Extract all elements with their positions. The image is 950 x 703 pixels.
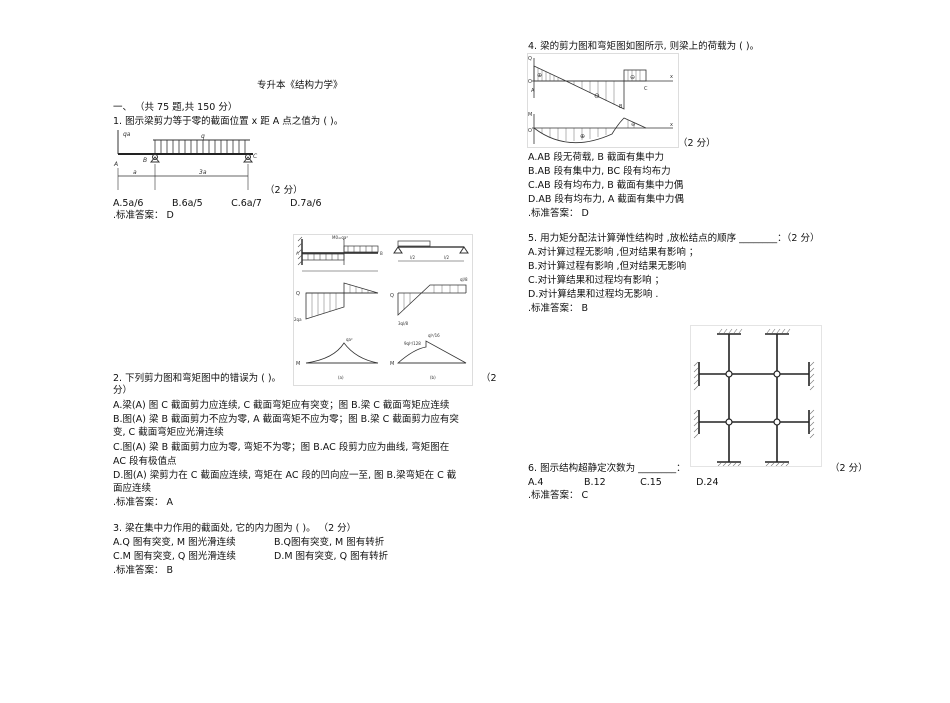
question-text: 图示梁剪力等于零的截面位置 x 距 A 点之值为 ( )。 <box>125 116 344 127</box>
option-b-cont[interactable]: 变, C 截面弯矩应光滑连续 <box>113 427 224 438</box>
standard-answer: .标准答案： A <box>113 497 174 508</box>
question-number: 2. <box>113 373 123 384</box>
option-c[interactable]: C.图(A) 梁 B 截面剪力应为零, 弯矩不为零；图 B.AC 段剪力应为曲线… <box>113 442 450 453</box>
svg-text:C: C <box>253 153 258 160</box>
svg-text:(a): (a) <box>338 375 344 380</box>
option-d[interactable]: D.24 <box>696 477 719 488</box>
frame-structure-figure <box>690 325 822 467</box>
shear-moment-diagrams-figure: M0=qa² A B Q 2qa M qa² (a) l/2 l/2 Q ql/… <box>293 234 473 386</box>
svg-text:A: A <box>113 161 118 168</box>
svg-text:B: B <box>619 104 623 110</box>
document-title: 专升本《结构力学》 <box>257 80 343 91</box>
option-d[interactable]: D.7a/6 <box>290 198 322 209</box>
option-a[interactable]: A.AB 段无荷载, B 截面有集中力 <box>528 152 664 163</box>
option-a[interactable]: A.4 <box>528 477 544 488</box>
svg-text:C: C <box>644 86 648 92</box>
option-c[interactable]: C.6a/7 <box>231 198 262 209</box>
svg-text:O: O <box>528 128 532 134</box>
option-d[interactable]: D.对计算结果和过程均无影响 . <box>528 289 659 300</box>
svg-text:3a: 3a <box>199 169 207 176</box>
option-b[interactable]: B.图(A) 梁 B 截面剪力不应为零, A 截面弯矩不应为零；图 B.梁 C … <box>113 414 459 425</box>
svg-text:3ql/8: 3ql/8 <box>398 321 409 326</box>
option-a[interactable]: A.对计算过程无影响 ,但对结果有影响 ； <box>528 247 699 258</box>
svg-text:l/2: l/2 <box>444 255 449 260</box>
question-text: 梁在集中力作用的截面处, 它的内力图为 ( )。 （2 分） <box>125 523 357 534</box>
standard-answer: .标准答案： B <box>528 303 589 314</box>
question-number: 4. <box>528 41 538 52</box>
standard-answer: .标准答案： B <box>113 565 174 576</box>
question-text: 梁的剪力图和弯矩图如图所示, 则梁上的荷载为 ( )。 <box>540 41 760 52</box>
svg-text:A: A <box>296 251 299 256</box>
svg-text:⊕: ⊕ <box>580 133 585 140</box>
svg-text:9ql²/128: 9ql²/128 <box>404 341 421 346</box>
question-score: （2 分） <box>265 185 303 196</box>
svg-text:⊖: ⊖ <box>631 122 635 128</box>
svg-text:qa: qa <box>123 131 131 138</box>
option-c[interactable]: C.15 <box>640 477 662 488</box>
option-a[interactable]: A.梁(A) 图 C 截面剪力应连续, C 截面弯矩应有突变；图 B.梁 C 截… <box>113 400 450 411</box>
svg-text:M: M <box>296 361 300 367</box>
svg-text:a: a <box>133 169 137 176</box>
question-score-cont: 分） <box>113 385 133 396</box>
question-number: 3. <box>113 523 123 534</box>
option-a[interactable]: A.Q 图有突变, M 图光滑连续 <box>113 537 236 548</box>
svg-text:qa²: qa² <box>346 337 353 342</box>
option-d-cont[interactable]: 面应连续 <box>113 483 152 494</box>
option-c-cont[interactable]: AC 段有极值点 <box>113 456 177 467</box>
option-b[interactable]: B.Q图有突变, M 图有转折 <box>274 537 385 548</box>
standard-answer: .标准答案： C <box>528 490 589 501</box>
question-number: 6. <box>528 463 538 474</box>
svg-text:B: B <box>143 157 147 164</box>
question-number: 1. <box>113 116 123 127</box>
question-number: 5. <box>528 233 538 244</box>
option-a[interactable]: A.5a/6 <box>113 198 144 209</box>
section-header: 一、 （共 75 题,共 150 分） <box>113 102 238 113</box>
svg-text:O: O <box>528 79 532 85</box>
svg-text:x: x <box>670 74 673 80</box>
option-b[interactable]: B.AB 段有集中力, BC 段有均布力 <box>528 166 671 177</box>
svg-text:Q: Q <box>528 56 532 62</box>
svg-text:x: x <box>670 122 673 128</box>
svg-text:q: q <box>201 133 205 140</box>
svg-text:⊕: ⊕ <box>537 72 542 79</box>
question-score: （2 分） <box>678 138 716 149</box>
question-text: 用力矩分配法计算弹性结构时 ,放松结点的顺序 ________：（2 分） <box>540 233 820 244</box>
options-row: A.5a/6 B.6a/5 C.6a/7 D.7a/6 <box>113 198 322 210</box>
option-d[interactable]: D.AB 段有均布力, A 截面有集中力偶 <box>528 194 684 205</box>
standard-answer: .标准答案： D <box>528 208 589 219</box>
option-c[interactable]: C.M 图有突变, Q 图光滑连续 <box>113 551 236 562</box>
svg-text:Q: Q <box>296 291 300 297</box>
svg-text:Q: Q <box>390 293 394 299</box>
question-text: 图示结构超静定次数为 ________： <box>540 463 686 474</box>
svg-text:⊖: ⊖ <box>594 92 600 100</box>
option-c[interactable]: C.AB 段有均布力, B 截面有集中力偶 <box>528 180 684 191</box>
option-b[interactable]: B.对计算过程有影响 ,但对结果无影响 <box>528 261 687 272</box>
svg-text:M: M <box>390 361 394 367</box>
option-b[interactable]: B.12 <box>584 477 606 488</box>
options-row: A.4 B.12 C.15 D.24 <box>528 477 719 489</box>
svg-text:B: B <box>380 251 383 256</box>
question-score: （2 分） <box>830 463 868 474</box>
beam-load-figure: qa q A B C a <box>113 128 263 194</box>
option-c[interactable]: C.对计算结果和过程均有影响 ； <box>528 275 665 286</box>
option-d[interactable]: D.M 图有突变, Q 图有转折 <box>274 551 389 562</box>
svg-text:ql²/16: ql²/16 <box>428 333 440 338</box>
svg-text:l/2: l/2 <box>410 255 415 260</box>
svg-text:(b): (b) <box>430 375 436 380</box>
option-d[interactable]: D.图(A) 梁剪力在 C 截面应连续, 弯矩在 AC 段的凹向应一至, 图 B… <box>113 470 457 481</box>
question-score: （2 <box>481 373 497 384</box>
svg-text:A: A <box>531 88 535 94</box>
svg-text:ql/8: ql/8 <box>460 277 468 282</box>
shear-moment-figure: ⊕ ⊖ ⊖ Q O A B C x ⊕ ⊖ M O x <box>527 53 679 148</box>
svg-text:M: M <box>528 112 532 118</box>
standard-answer: .标准答案： D <box>113 210 174 221</box>
option-b[interactable]: B.6a/5 <box>172 198 203 209</box>
question-text: 下列剪力图和弯矩图中的错误为 ( )。 <box>125 373 282 384</box>
svg-text:⊖: ⊖ <box>630 74 635 81</box>
svg-text:M0=qa²: M0=qa² <box>332 235 348 240</box>
svg-text:2qa: 2qa <box>294 317 302 322</box>
